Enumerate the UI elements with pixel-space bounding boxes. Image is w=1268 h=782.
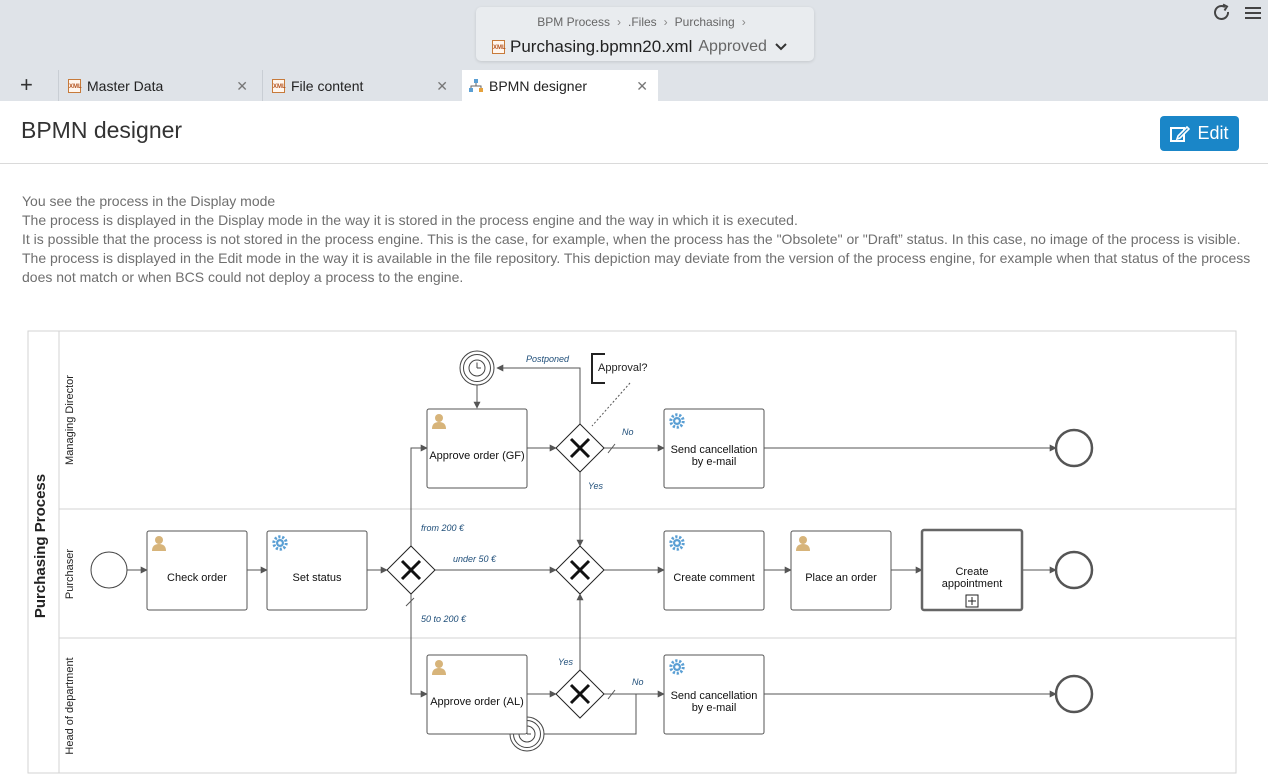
task-approve-order-al[interactable]: Approve order (AL) bbox=[426, 654, 528, 735]
tab-label: BPMN designer bbox=[489, 77, 588, 94]
tab-label: Master Data bbox=[87, 77, 164, 94]
exclusive-gateway[interactable] bbox=[555, 423, 605, 473]
breadcrumb: BPM Process › .Files › Purchasing › bbox=[476, 15, 814, 29]
menu-icon[interactable] bbox=[1244, 4, 1262, 22]
end-event[interactable] bbox=[1054, 550, 1094, 590]
task-approve-order-gf[interactable]: Approve order (GF) bbox=[426, 408, 528, 489]
task-label: by e-mail bbox=[692, 456, 737, 468]
status-label: Approved bbox=[698, 38, 767, 55]
task-label: Create comment bbox=[673, 572, 754, 584]
tab-bar: + XML Master Data ✕ XML File content ✕ B… bbox=[0, 70, 1268, 101]
task-label: by e-mail bbox=[692, 702, 737, 714]
flow-labels: Postponed No Yes from 200 € under 50 € 5… bbox=[421, 354, 644, 687]
exclusive-gateway[interactable] bbox=[386, 545, 436, 595]
flow-label: No bbox=[632, 677, 644, 687]
breadcrumb-separator-icon: › bbox=[741, 15, 746, 29]
breadcrumb-item[interactable]: Purchasing bbox=[674, 15, 735, 29]
flow-label: Postponed bbox=[526, 354, 570, 364]
header-divider bbox=[0, 163, 1268, 164]
task-label: Place an order bbox=[805, 572, 877, 584]
task-send-cancellation-hd[interactable]: Send cancellation by e-mail bbox=[663, 654, 765, 735]
breadcrumb-item[interactable]: BPM Process bbox=[537, 15, 610, 29]
refresh-icon[interactable] bbox=[1212, 3, 1232, 23]
task-label: Create bbox=[955, 566, 988, 578]
task-label: Approve order (AL) bbox=[430, 696, 524, 708]
page-title: BPMN designer bbox=[21, 117, 183, 143]
task-label: Set status bbox=[293, 572, 342, 584]
close-icon[interactable]: ✕ bbox=[636, 78, 648, 94]
text-annotation[interactable]: Approval? bbox=[591, 353, 648, 384]
file-name: Purchasing.bpmn20.xml bbox=[510, 37, 693, 56]
flow-label: 50 to 200 € bbox=[421, 614, 467, 624]
tab-file-content[interactable]: XML File content ✕ bbox=[262, 70, 458, 101]
timer-event[interactable] bbox=[459, 350, 495, 386]
description-line: does not match or when BCS could not dep… bbox=[22, 269, 464, 285]
close-icon[interactable]: ✕ bbox=[236, 78, 248, 94]
task-set-status[interactable]: Set status bbox=[266, 530, 368, 611]
task-place-order[interactable]: Place an order bbox=[790, 530, 892, 611]
edit-button[interactable]: Edit bbox=[1160, 116, 1239, 151]
end-event[interactable] bbox=[1054, 674, 1094, 714]
file-row[interactable]: XML Purchasing.bpmn20.xml Approved bbox=[492, 36, 789, 58]
breadcrumb-item[interactable]: .Files bbox=[627, 15, 657, 29]
tab-master-data[interactable]: XML Master Data ✕ bbox=[58, 70, 258, 101]
document-title-card[interactable]: BPM Process › .Files › Purchasing › XML Purch… bbox=[476, 7, 814, 61]
edit-button-label: Edit bbox=[1197, 123, 1229, 143]
pool: Purchasing Process Managing Director Pur… bbox=[27, 330, 1237, 774]
task-label: Check order bbox=[167, 572, 227, 584]
chevron-down-icon[interactable] bbox=[773, 41, 789, 53]
flow-label: under 50 € bbox=[453, 554, 497, 564]
breadcrumb-separator-icon: › bbox=[663, 15, 668, 29]
edit-icon bbox=[1170, 125, 1191, 142]
flow-label: No bbox=[622, 427, 634, 437]
xml-file-icon: XML bbox=[68, 78, 82, 93]
expand-icon[interactable] bbox=[965, 594, 979, 608]
xml-file-icon: XML bbox=[272, 78, 286, 93]
description-line: The process is displayed in the Edit mod… bbox=[22, 250, 1251, 266]
description: You see the process in the Display mode … bbox=[22, 192, 1250, 287]
tab-label: File content bbox=[291, 77, 364, 94]
task-create-comment[interactable]: Create comment bbox=[663, 530, 765, 611]
flow-label: Yes bbox=[558, 657, 574, 667]
lane-label: Managing Director bbox=[64, 375, 76, 465]
flow-label: from 200 € bbox=[421, 523, 465, 533]
flow-label: Yes bbox=[588, 481, 604, 491]
task-label: appointment bbox=[942, 578, 1003, 590]
task-label: Send cancellation bbox=[671, 444, 758, 456]
task-send-cancellation-md[interactable]: Send cancellation by e-mail bbox=[663, 408, 765, 489]
xml-file-icon: XML bbox=[492, 40, 506, 54]
task-label: Approve order (GF) bbox=[429, 450, 524, 462]
process-tree-icon bbox=[469, 78, 483, 92]
subprocess-create-appointment[interactable]: Create appointment bbox=[920, 528, 1024, 612]
task-check-order[interactable]: Check order bbox=[146, 530, 248, 611]
pool-label: Purchasing Process bbox=[32, 474, 49, 618]
lane-label: Purchaser bbox=[64, 549, 76, 599]
end-event[interactable] bbox=[1054, 428, 1094, 468]
description-line: You see the process in the Display mode bbox=[22, 193, 276, 209]
description-line: It is possible that the process is not s… bbox=[22, 231, 1241, 247]
exclusive-gateway[interactable] bbox=[555, 545, 605, 595]
close-icon[interactable]: ✕ bbox=[436, 78, 448, 94]
exclusive-gateway[interactable] bbox=[555, 669, 605, 719]
description-line: The process is displayed in the Display … bbox=[22, 212, 798, 228]
sequence-flows bbox=[127, 364, 1057, 735]
bpmn-diagram[interactable]: Purchasing Process Managing Director Pur… bbox=[0, 325, 1268, 782]
lane-label: Head of department bbox=[64, 657, 76, 754]
add-tab-icon[interactable]: + bbox=[20, 72, 33, 97]
annotation-text: Approval? bbox=[598, 362, 648, 374]
task-label: Send cancellation bbox=[671, 690, 758, 702]
start-event[interactable] bbox=[90, 551, 128, 589]
tab-bpmn-designer[interactable]: BPMN designer ✕ bbox=[462, 70, 658, 101]
breadcrumb-separator-icon: › bbox=[616, 15, 621, 29]
top-bar: BPM Process › .Files › Purchasing › XML Purch… bbox=[0, 0, 1268, 70]
